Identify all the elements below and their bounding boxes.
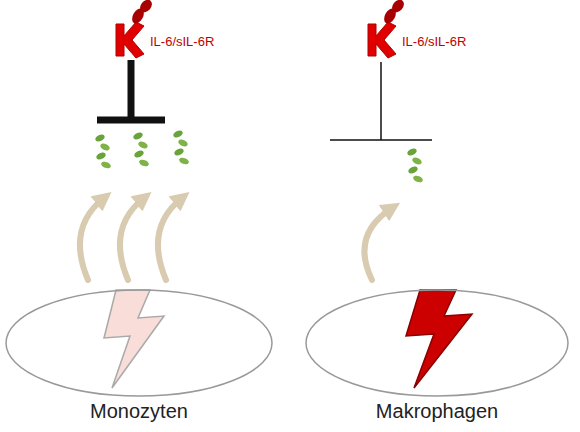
- inhibition-thick: [97, 60, 165, 120]
- cell-outline: [4, 288, 274, 398]
- protein: [406, 147, 424, 183]
- cell-ellipse: [306, 290, 568, 396]
- inhibition-thin: [330, 62, 432, 140]
- cell-name: Monozyten: [4, 400, 274, 423]
- cell: Makrophagen: [304, 288, 570, 430]
- il6-complex: [368, 0, 406, 58]
- cell-name: Makrophagen: [304, 400, 570, 423]
- protein: [94, 133, 112, 169]
- protein: [172, 129, 190, 165]
- cell-ellipse: [6, 290, 272, 396]
- protein: [132, 131, 150, 167]
- complex-label: IL-6/sIL-6R: [150, 34, 214, 49]
- secretion-arrows: [80, 198, 392, 280]
- complex-label: IL-6/sIL-6R: [402, 34, 466, 49]
- cell: Monozyten: [4, 288, 274, 430]
- lightning-red: [406, 290, 472, 388]
- il6-complex: [116, 0, 154, 58]
- lightning-pale: [104, 290, 164, 388]
- cell-outline: [304, 288, 570, 398]
